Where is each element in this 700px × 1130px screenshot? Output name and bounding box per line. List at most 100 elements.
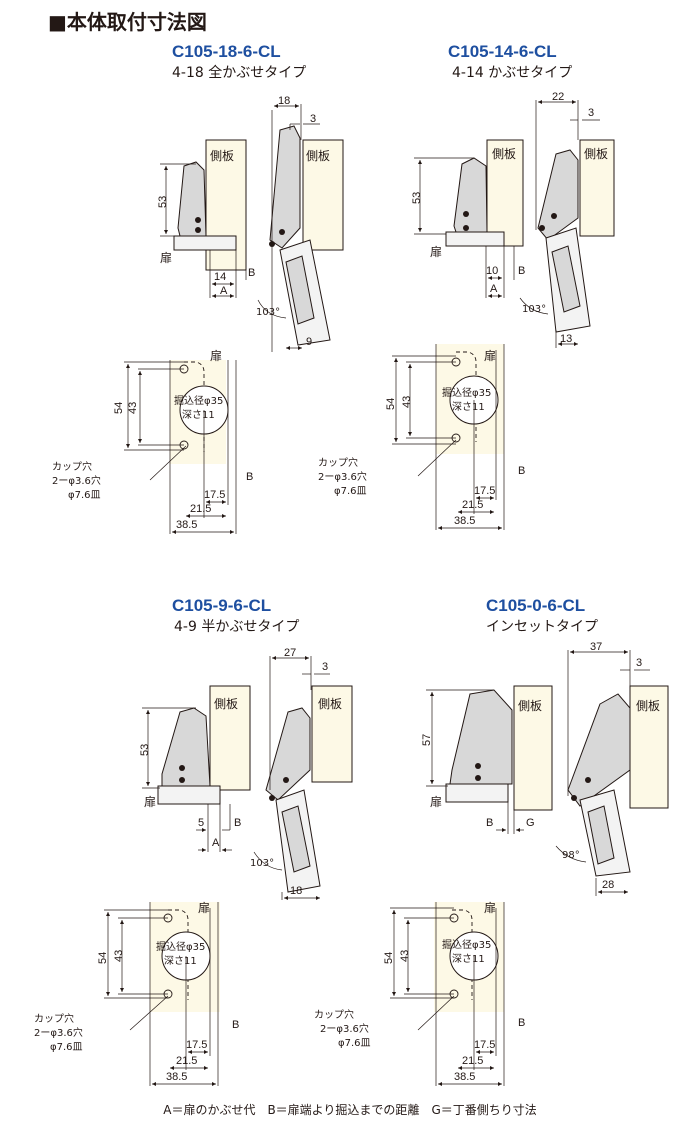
side-panel-label-2: 側板	[492, 147, 516, 161]
door-label-4c: 扉	[484, 901, 496, 915]
door-label-3c: 扉	[198, 901, 210, 915]
cover-value-1: 14	[214, 271, 226, 283]
dist2-2: 21.5	[462, 499, 483, 511]
cup-hole-size-4: 2ーφ3.6穴	[320, 1022, 369, 1035]
dim-b-label-4c: B	[518, 1017, 525, 1029]
open-hinge-drawing-1	[257, 103, 344, 352]
dim-b-label-3c: B	[232, 1019, 239, 1031]
depth-value-1: 18	[278, 95, 290, 107]
dim-a-label-3: A	[212, 837, 220, 849]
cup-depth-2: 深さ11	[452, 401, 485, 413]
model-subtitle-3: 4-9 半かぶせタイプ	[174, 619, 300, 635]
open-hinge-drawing-4	[555, 649, 669, 896]
dist2-4: 21.5	[462, 1055, 483, 1067]
cup-hole-title-2: カップ穴	[318, 456, 358, 469]
dim-b-label-2: B	[518, 265, 525, 277]
model-subtitle-4: インセットタイプ	[486, 619, 598, 635]
cover-value-3: 5	[198, 817, 204, 829]
cup-hole-title-4: カップ穴	[314, 1008, 354, 1021]
cup-hole-size-1: 2ーφ3.6穴	[52, 474, 101, 487]
cup-depth-3: 深さ11	[164, 955, 197, 967]
height-label-4: 57	[421, 734, 433, 746]
cup-pitch-2: 54	[385, 398, 397, 410]
cup-depth-4: 深さ11	[452, 953, 485, 965]
cup-hole-title-3: カップ穴	[34, 1012, 74, 1025]
side-panel-label-1b: 側板	[306, 149, 330, 163]
cup-bore-1: 掘込径φ35	[174, 394, 223, 407]
model-code-1: C105-18-6-CL	[172, 42, 281, 61]
model-code-4: C105-0-6-CL	[486, 596, 586, 615]
model-subtitle-2: 4-14 かぶせタイプ	[452, 65, 573, 81]
open-angle-4: 98°	[562, 850, 580, 861]
cup-height-4: 43	[399, 950, 411, 962]
dim-b-label-4: B	[486, 817, 493, 829]
model-code-3: C105-9-6-CL	[172, 596, 272, 615]
cup-height-1: 43	[127, 402, 139, 414]
dist1-2: 17.5	[474, 485, 495, 497]
gap-value-4: 3	[636, 657, 642, 669]
side-panel-label-3: 側板	[214, 697, 238, 711]
closed-hinge-drawing-3	[142, 685, 251, 853]
dist3-3: 38.5	[166, 1071, 187, 1083]
dim-g-label-4: G	[526, 817, 535, 829]
closed-hinge-drawing-1	[160, 139, 247, 299]
depth-value-2: 22	[552, 91, 564, 103]
side-panel-label-4: 側板	[518, 699, 542, 713]
cup-pitch-4: 54	[383, 952, 395, 964]
cup-pitch-3: 54	[97, 952, 109, 964]
open-hinge-drawing-2	[519, 99, 615, 348]
cover2-value-3: 18	[290, 885, 302, 897]
cup-height-3: 43	[113, 950, 125, 962]
dim-b-label-1c: B	[246, 471, 253, 483]
model-subtitle-1: 4-18 全かぶせタイプ	[172, 65, 307, 81]
side-panel-label-1: 側板	[210, 149, 234, 163]
gap-value-2: 3	[588, 107, 594, 119]
page-title: ■本体取付寸法図	[48, 10, 207, 34]
cover2-value-4: 28	[602, 879, 614, 891]
cup-hole-sink-3: φ7.6皿	[50, 1042, 83, 1053]
dim-a-label-1: A	[220, 285, 228, 297]
dim-b-label-2c: B	[518, 465, 525, 477]
cup-hole-size-2: 2ーφ3.6穴	[318, 470, 367, 483]
dist2-1: 21.5	[190, 503, 211, 515]
dist3-4: 38.5	[454, 1071, 475, 1083]
side-panel-label-2b: 側板	[584, 147, 608, 161]
door-label-1c: 扉	[210, 349, 222, 363]
door-label-1: 扉	[160, 251, 172, 265]
side-panel-label-4b: 側板	[636, 699, 660, 713]
height-label-3: 53	[139, 744, 151, 756]
cup-template-3	[104, 902, 220, 1087]
open-angle-2: 103°	[522, 304, 546, 315]
height-label-2: 53	[411, 192, 423, 204]
open-angle-3: 103°	[250, 858, 274, 869]
dist1-3: 17.5	[186, 1039, 207, 1051]
cup-hole-title-1: カップ穴	[52, 460, 92, 473]
dist1-4: 17.5	[474, 1039, 495, 1051]
gap-value-1: 3	[310, 113, 316, 125]
legend-footnote: A＝扉のかぶせ代 B＝扉端より掘込までの距離 G＝丁番側ちり寸法	[163, 1103, 537, 1117]
cup-template-1	[124, 360, 237, 535]
cup-depth-1: 深さ11	[182, 409, 215, 421]
door-label-4: 扉	[430, 795, 442, 809]
cup-pitch-1: 54	[113, 402, 125, 414]
height-label-1: 53	[157, 196, 169, 208]
dist3-1: 38.5	[176, 519, 197, 531]
cover-value-2: 10	[486, 265, 498, 277]
side-panel-label-3b: 側板	[318, 697, 342, 711]
door-label-3: 扉	[144, 795, 156, 809]
depth-value-4: 37	[590, 641, 602, 653]
cup-height-2: 43	[401, 396, 413, 408]
cover2-value-2: 13	[560, 333, 572, 345]
dim-a-label-2: A	[490, 283, 498, 295]
cup-hole-sink-2: φ7.6皿	[334, 486, 367, 497]
cup-hole-sink-1: φ7.6皿	[68, 490, 101, 501]
depth-value-3: 27	[284, 647, 296, 659]
cup-bore-2: 掘込径φ35	[442, 386, 491, 399]
cover2-value-1: 9	[306, 336, 312, 348]
dist3-2: 38.5	[454, 515, 475, 527]
closed-hinge-drawing-4	[426, 685, 553, 834]
cup-bore-3: 掘込径φ35	[156, 940, 205, 953]
dist2-3: 21.5	[176, 1055, 197, 1067]
closed-hinge-drawing-2	[414, 139, 524, 299]
